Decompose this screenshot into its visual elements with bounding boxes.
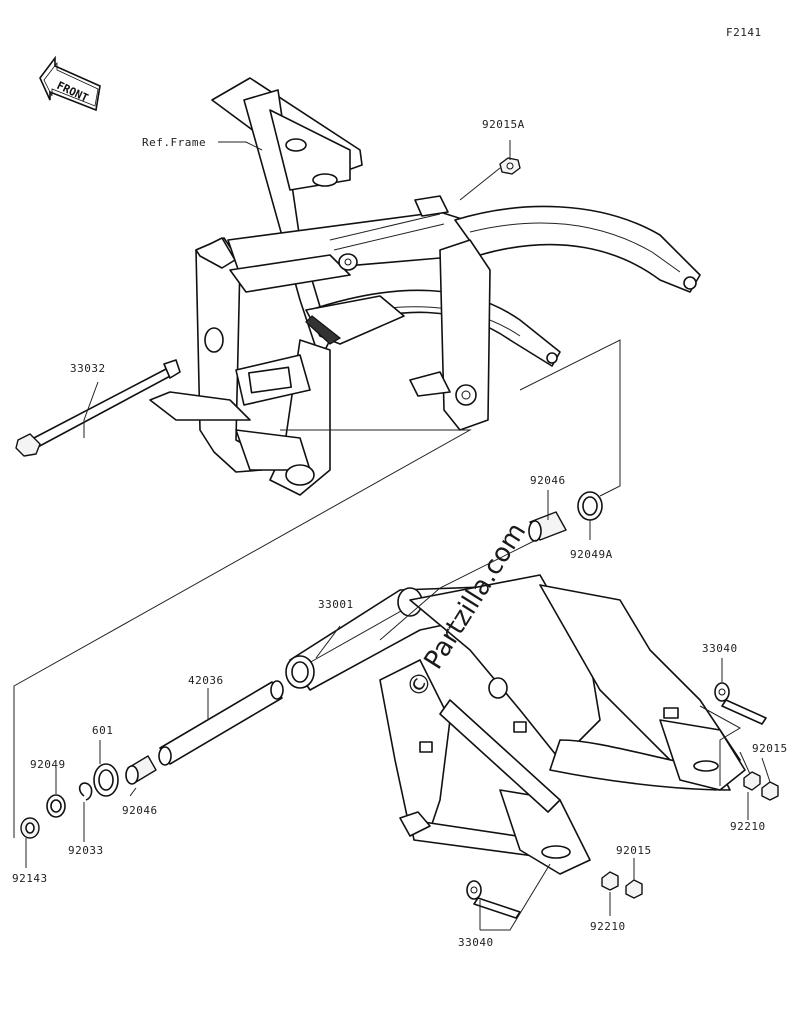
label-ref-frame: Ref.Frame (142, 136, 206, 149)
frame-drawing (149, 77, 701, 496)
label-92046-bottom: 92046 (122, 804, 158, 817)
pivot-shaft-33032 (15, 359, 181, 457)
label-92143: 92143 (12, 872, 48, 885)
collar-92049 (46, 794, 66, 818)
label-92049A: 92049A (570, 548, 613, 561)
cap-92143 (20, 817, 40, 839)
label-33040-bottom: 33040 (458, 936, 494, 949)
swingarm-33001 (285, 574, 746, 875)
nut-92015A (499, 157, 521, 175)
label-92033: 92033 (68, 844, 104, 857)
label-92015-right: 92015 (752, 742, 788, 755)
label-33032: 33032 (70, 362, 106, 375)
nut-92015-bottom (625, 879, 643, 899)
label-92210-right: 92210 (730, 820, 766, 833)
bushing-92046-bottom (125, 755, 157, 785)
label-33040-right: 33040 (702, 642, 738, 655)
label-92210-bottom: 92210 (590, 920, 626, 933)
nut-92015-right (761, 781, 779, 801)
label-92049: 92049 (30, 758, 66, 771)
label-92015-bottom: 92015 (616, 844, 652, 857)
collar-92049A (577, 491, 603, 521)
label-33001: 33001 (318, 598, 354, 611)
circlip-92033 (78, 782, 93, 801)
bearing-601 (93, 763, 119, 797)
adjuster-bolt-33040-right (714, 682, 767, 725)
nut-92210-right (743, 771, 761, 791)
front-direction-arrow-icon: FRONT (39, 55, 101, 112)
adjuster-bolt-33040-bottom (466, 880, 521, 919)
label-601: 601 (92, 724, 113, 737)
label-42036: 42036 (188, 674, 224, 687)
shaft-42036 (158, 680, 284, 766)
label-92015A: 92015A (482, 118, 525, 131)
nut-92210-bottom (601, 871, 619, 891)
label-92046-top: 92046 (530, 474, 566, 487)
figure-code: F2141 (726, 26, 762, 39)
leader-lines (13, 140, 771, 931)
